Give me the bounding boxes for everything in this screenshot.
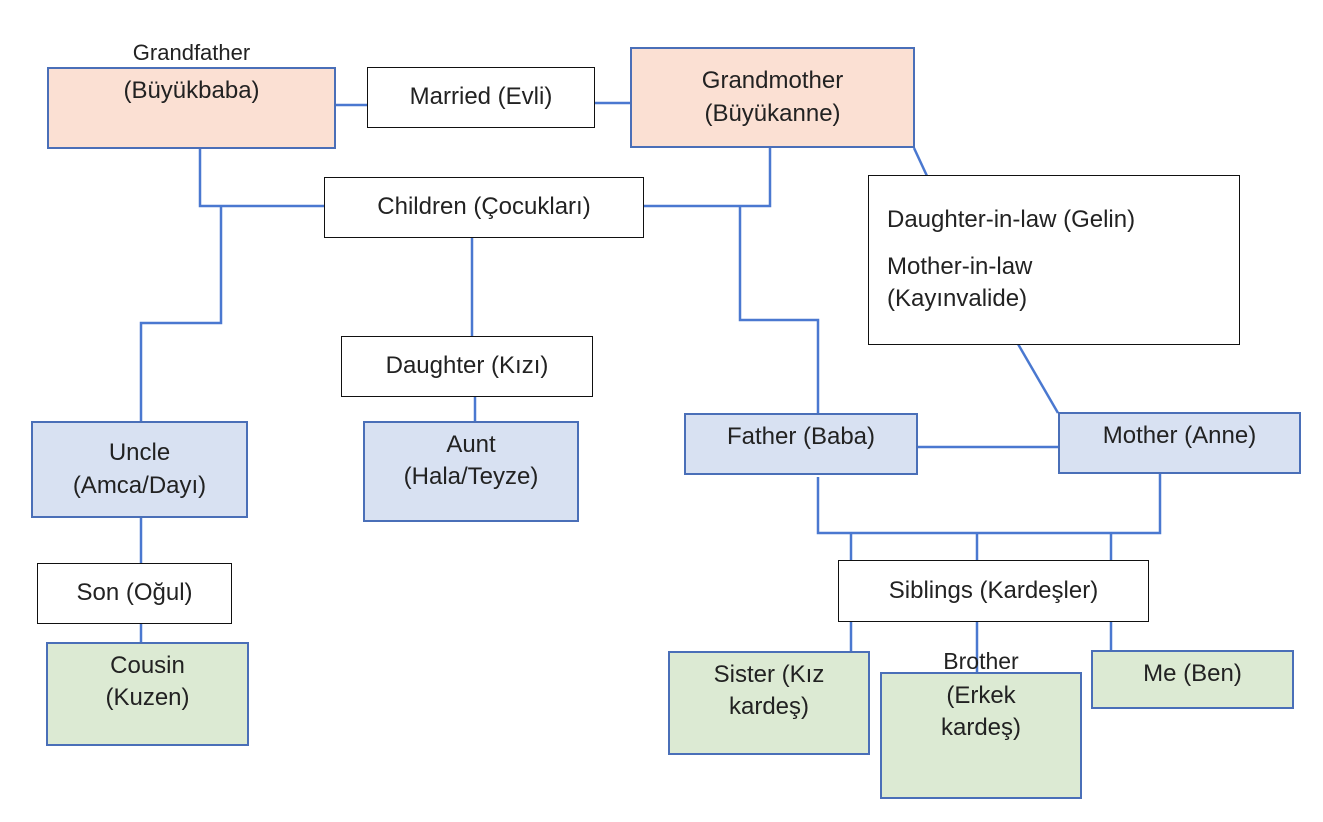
brother-label-line1: Brother (943, 648, 1019, 674)
grandfather-label-line2: (Büyükbaba) (123, 77, 260, 104)
inlaw-line2: Mother-in-law (887, 252, 1033, 280)
connector-children-father (738, 206, 820, 413)
aunt-label-line2: (Hala/Teyze) (403, 463, 539, 491)
brother-node: (Erkek kardeş) (880, 672, 1082, 799)
uncle-label-line2: (Amca/Dayı) (72, 471, 207, 499)
aunt-label-line1: Aunt (446, 431, 496, 458)
me-node: Me (Ben) (1091, 650, 1294, 709)
daughter-label: Daughter (Kızı) (341, 336, 593, 397)
connector-parents-siblings (816, 474, 1162, 535)
mother-node: Mother (Anne) (1058, 412, 1301, 474)
me-text: Me (Ben) (1143, 660, 1242, 687)
grandfather-label-line1: Grandfather (132, 40, 251, 65)
father-text: Father (Baba) (726, 423, 876, 450)
cousin-label-line2: (Kuzen) (105, 684, 190, 712)
aunt-node: Aunt (Hala/Teyze) (363, 421, 579, 522)
inlaw-line1: Daughter-in-law (Gelin) (887, 206, 1136, 234)
siblings-text: Siblings (Kardeşler) (888, 576, 1099, 604)
sister-label-line1: Sister (Kız (713, 661, 825, 688)
sister-node: Sister (Kız kardeş) (668, 651, 870, 755)
brother-label-line3: kardeş) (940, 714, 1022, 742)
children-label: Children (Çocukları) (324, 177, 644, 238)
married-text: Married (Evli) (409, 83, 553, 111)
cousin-label-line1: Cousin (110, 652, 185, 679)
grandfather-node: (Büyükbaba) (47, 67, 336, 149)
son-label: Son (Oğul) (37, 563, 232, 624)
grandmother-label-line2: (Büyükanne) (704, 99, 841, 127)
connector-grandfather-children (198, 148, 324, 208)
mother-text: Mother (Anne) (1102, 422, 1257, 449)
uncle-node: Uncle (Amca/Dayı) (31, 421, 248, 518)
sister-label-line2: kardeş) (728, 693, 810, 721)
married-label: Married (Evli) (367, 67, 595, 128)
inlaw-label: Daughter-in-law (Gelin) Mother-in-law (K… (868, 175, 1240, 345)
brother-label-line2: (Erkek (946, 682, 1016, 709)
inlaw-line3: (Kayınvalide) (887, 285, 1028, 313)
uncle-label-line1: Uncle (108, 439, 171, 467)
connector-grandmother-inlaw (912, 147, 929, 177)
cousin-node: Cousin (Kuzen) (46, 642, 249, 746)
grandmother-label-line1: Grandmother (701, 67, 844, 95)
connector-children-uncle (139, 206, 223, 422)
daughter-text: Daughter (Kızı) (385, 352, 549, 380)
father-node: Father (Baba) (684, 413, 918, 475)
connector-grandmother-children (644, 148, 772, 208)
children-text: Children (Çocukları) (377, 193, 591, 221)
siblings-label: Siblings (Kardeşler) (838, 560, 1149, 622)
grandmother-node: Grandmother (Büyükanne) (630, 47, 915, 148)
connector-inlaw-mother (1016, 343, 1060, 414)
son-text: Son (Oğul) (76, 579, 193, 607)
